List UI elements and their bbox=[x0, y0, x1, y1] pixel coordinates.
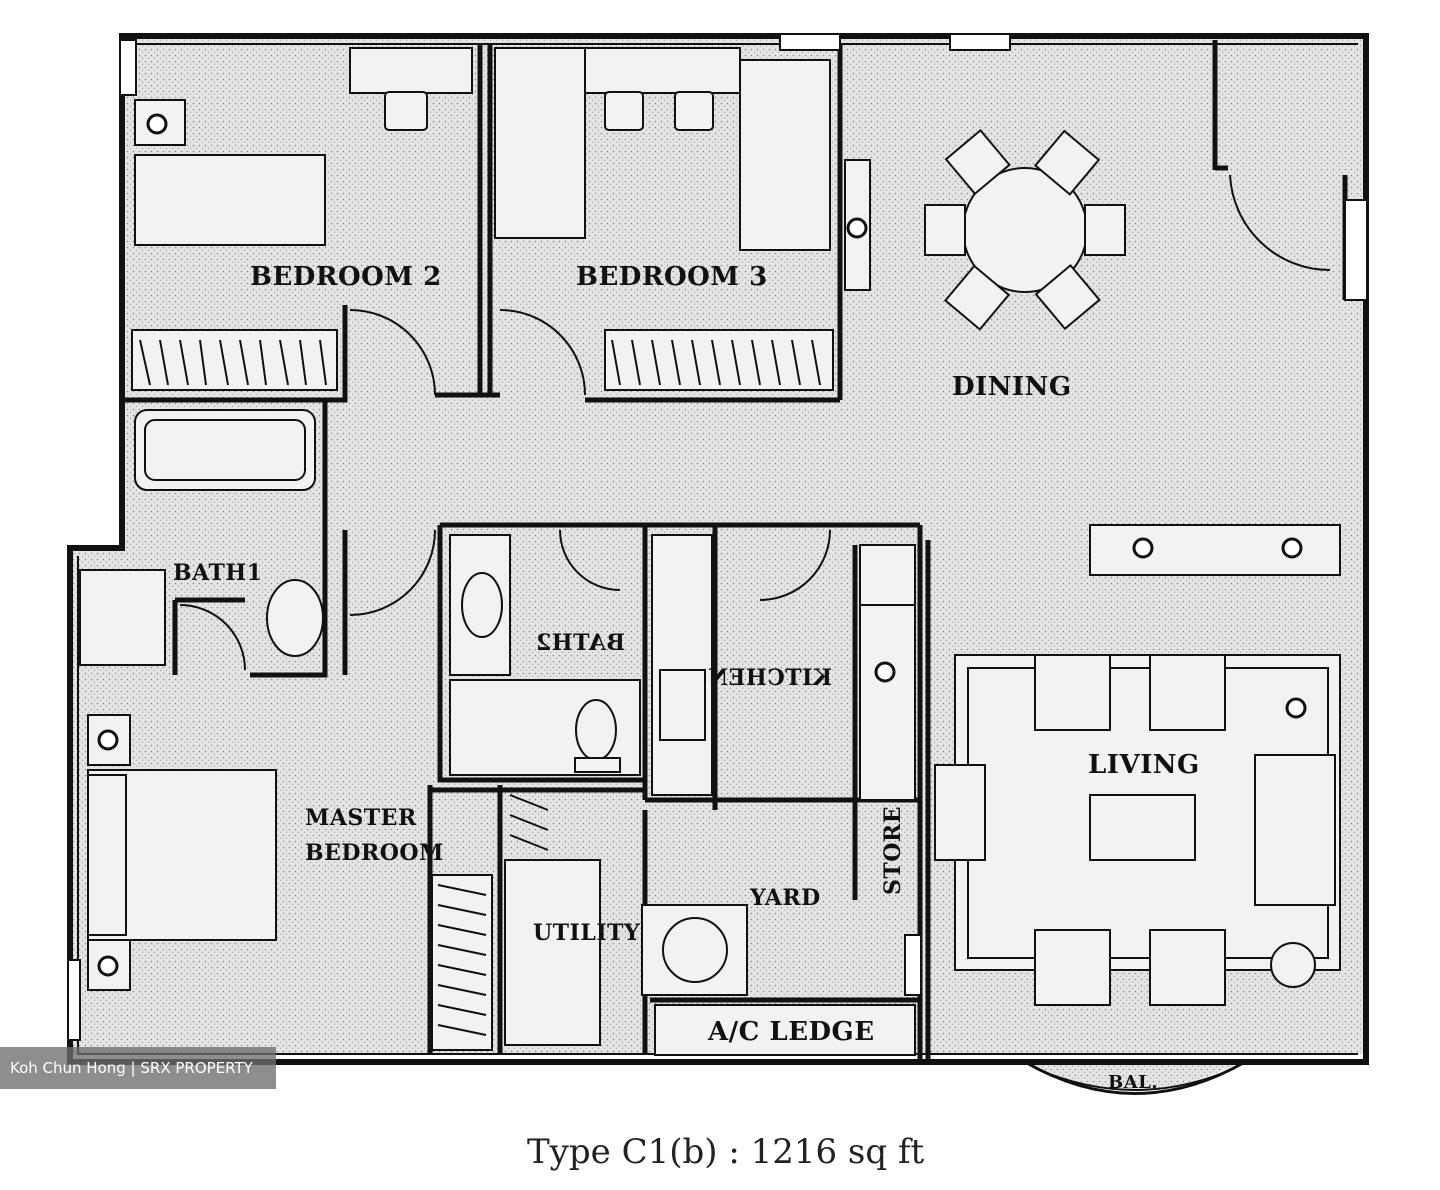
watermark: Koh Chun Hong | SRX PROPERTY bbox=[0, 1047, 276, 1089]
master-bedroom-label-line1: MASTER bbox=[305, 805, 417, 831]
windows bbox=[67, 33, 1368, 1041]
utility-label: UTILITY bbox=[533, 920, 640, 946]
dining-label: DINING bbox=[952, 372, 1072, 402]
master-bedroom-label-line2: BEDROOM bbox=[305, 840, 444, 866]
light-points bbox=[97, 113, 1307, 977]
bath1-label: BATH1 bbox=[173, 560, 262, 586]
door-swings bbox=[179, 174, 1331, 671]
interior-walls bbox=[122, 40, 1348, 1060]
store-label: STORE bbox=[880, 806, 906, 895]
plan-caption: Type C1(b) : 1216 sq ft bbox=[527, 1132, 925, 1172]
balcony-label: BAL. bbox=[1108, 1072, 1158, 1093]
kitchen-label: KITCHEN bbox=[708, 665, 832, 691]
yard-label: YARD bbox=[749, 885, 821, 911]
furniture bbox=[79, 47, 1341, 1056]
living-label: LIVING bbox=[1088, 750, 1200, 780]
ac-ledge-label: A/C LEDGE bbox=[707, 1017, 875, 1047]
bedroom-3-label: BEDROOM 3 bbox=[576, 262, 768, 292]
bedroom-2-label: BEDROOM 2 bbox=[250, 262, 442, 292]
bath2-label: BATH2 bbox=[536, 630, 625, 656]
wardrobe-hatching bbox=[139, 339, 821, 1036]
